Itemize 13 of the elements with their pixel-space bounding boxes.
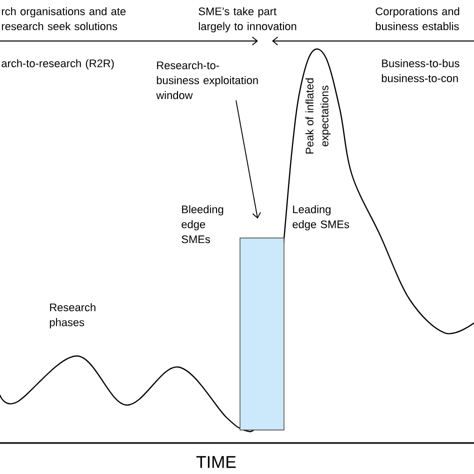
axis-title: TIME	[196, 456, 236, 468]
leader-arrow	[236, 100, 261, 219]
heading-text: Corporations and business establis	[376, 7, 460, 30]
phase-label: arch-to-research (R2R)	[2, 59, 114, 70]
heading-text: SME’s take part largely to innovation	[198, 7, 296, 32]
heading-text: rch organisations and ate research seek solutions	[2, 7, 126, 30]
exploitation-window-box	[240, 238, 284, 430]
group-label: Leading edge SMEs	[292, 205, 350, 230]
peak-label: Peak of inflated expectations	[305, 78, 331, 154]
window-label: Research-to- business exploitation window	[156, 61, 258, 100]
group-label: Bleeding edge SMEs	[182, 205, 224, 244]
phase-label: Business-to-bus business-to-con	[382, 59, 460, 82]
phase-label: Research phases	[50, 303, 96, 328]
